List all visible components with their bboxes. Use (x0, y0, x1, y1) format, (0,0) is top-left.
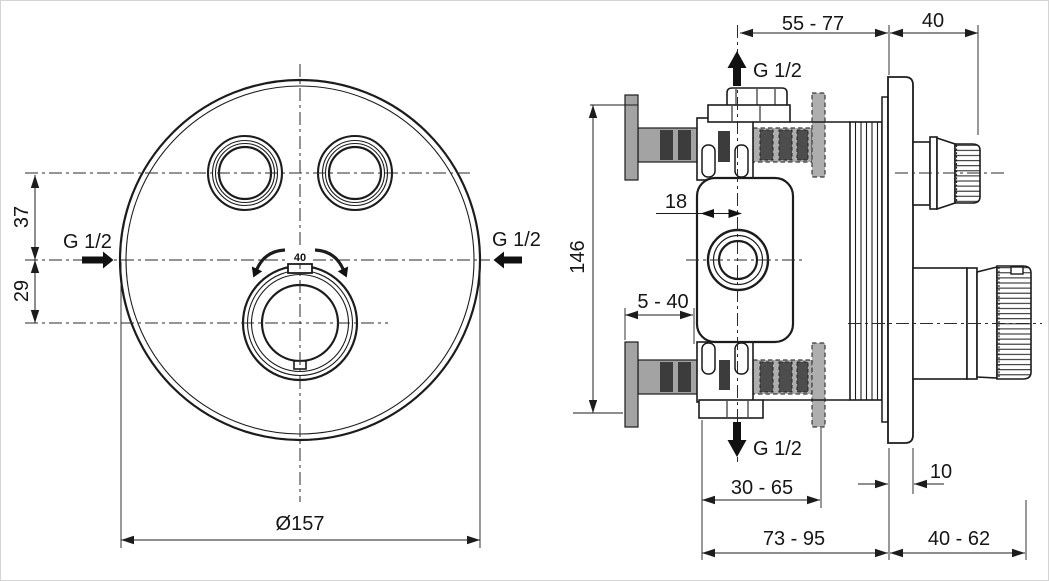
neck-slot-dark (719, 360, 730, 390)
dim-30-65-label: 30 - 65 (731, 477, 793, 499)
batten-slot-hidden (796, 129, 809, 161)
inlet-left-flow-arrow (82, 251, 114, 269)
dim-30-65: 30 - 65 (702, 428, 822, 508)
temp-stop-label: 40 (294, 252, 306, 264)
inlet-left-label: G 1/2 (63, 231, 112, 253)
dim-55-77-label: 55 - 77 (782, 13, 844, 35)
dim-73-95: 73 - 95 (701, 420, 888, 560)
faceplate-side (887, 76, 914, 444)
outlet-top-flow-arrow (727, 51, 747, 86)
dim-40-62: 40 - 62 (890, 500, 1027, 560)
knob-rotation-arrows (251, 248, 349, 278)
batten-slot (678, 362, 691, 392)
batten-slot-hidden (759, 361, 774, 393)
dim-diameter: Ø157 (120, 262, 481, 548)
batten-slot-hidden (796, 361, 809, 393)
threaded-sleeve (849, 121, 883, 401)
dim-29-label: 29 (11, 280, 33, 302)
front-view: 40 G 1/2 G 1/2 37 29 Ø157 (11, 64, 541, 548)
neck-slot (701, 144, 716, 178)
batten-slot (660, 130, 673, 160)
inlet-right-flow-arrow (493, 251, 522, 269)
mounting-rail-bottom (624, 341, 639, 428)
dim-diameter-label: Ø157 (276, 513, 325, 535)
dim-55-77: 55 - 77 (740, 13, 890, 75)
dim-37-label: 37 (11, 206, 33, 228)
dim-40-top: 40 (890, 10, 979, 135)
dim-40-label: 40 (922, 10, 944, 32)
dim-18-label: 18 (665, 191, 687, 213)
bottom-connector-nut (698, 399, 764, 419)
batten-slot-hidden (759, 129, 774, 161)
neck-slot-dark (718, 131, 730, 162)
mounting-rail-top (624, 94, 639, 181)
dim-73-95-label: 73 - 95 (763, 528, 825, 550)
dim-18: 18 (656, 191, 742, 218)
dim-40-62-label: 40 - 62 (928, 528, 990, 550)
batten-slot-hidden (778, 129, 793, 161)
top-connector-nut (707, 104, 791, 123)
batten-slot-hidden (778, 361, 793, 393)
inlet-right-label: G 1/2 (492, 229, 541, 251)
outlet-bottom-label: G 1/2 (753, 438, 802, 460)
side-view: G 1/2 G 1/2 55 - 77 40 18 146 (567, 10, 1042, 560)
dim-10-label: 10 (930, 461, 952, 483)
neck-slot (701, 342, 716, 375)
neck-slot (734, 342, 749, 375)
dim-5-40-label: 5 - 40 (637, 291, 688, 313)
batten-slot (660, 362, 673, 392)
dim-10: 10 (858, 448, 952, 560)
max-wall-line-top (811, 92, 826, 178)
outlet-bottom-flow-arrow (727, 422, 747, 457)
batten-slot (678, 130, 691, 160)
handle-index-notch (1010, 266, 1024, 275)
bottom-handle (912, 265, 1032, 380)
top-handle (912, 136, 981, 211)
temp-label-backing (287, 249, 313, 263)
neck-slot (734, 144, 749, 178)
dim-37-29: 37 29 (11, 175, 40, 323)
max-wall-line-bottom (811, 342, 826, 428)
dim-5-40: 5 - 40 (624, 291, 695, 344)
dim-146: 146 (567, 104, 638, 414)
dim-146-label: 146 (567, 240, 589, 273)
outlet-top-label: G 1/2 (753, 60, 802, 82)
